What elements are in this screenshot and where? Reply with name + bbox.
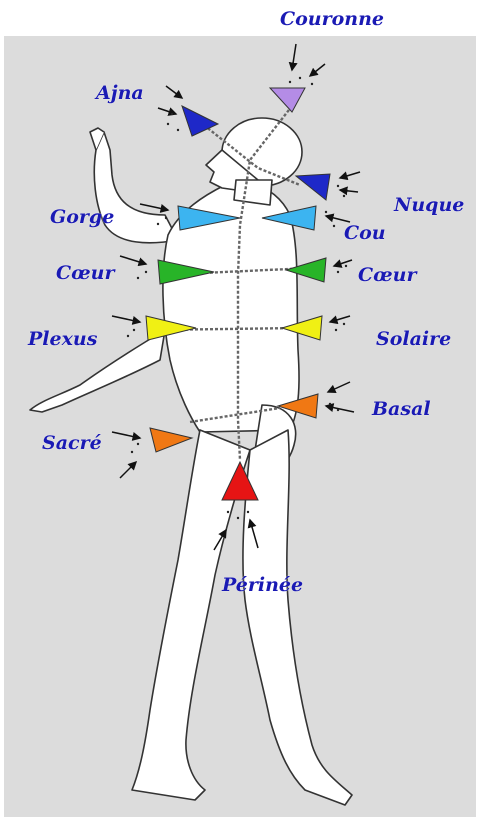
basal-cone	[276, 393, 319, 419]
plexus-cone	[145, 315, 197, 341]
ajna-cone	[181, 105, 220, 137]
solaire-cone	[280, 315, 323, 341]
cou-cone	[261, 205, 317, 231]
perinee-cone	[221, 460, 259, 501]
gorge-cone	[177, 205, 241, 231]
chakra-cones	[145, 87, 331, 501]
label-nuque: Nuque	[394, 194, 465, 216]
coeur-front-cone	[157, 259, 215, 285]
human-silhouette	[29, 117, 353, 806]
label-gorge: Gorge	[50, 206, 115, 228]
label-couronne: Couronne	[280, 8, 385, 30]
label-ajna: Ajna	[96, 82, 144, 104]
label-coeur-back: Cœur	[358, 264, 417, 286]
label-solaire: Solaire	[376, 328, 452, 350]
energy-dots	[126, 76, 348, 520]
energy-arrows	[111, 43, 361, 551]
label-perinee: Périnée	[222, 574, 304, 596]
label-plexus: Plexus	[28, 328, 98, 350]
sacre-cone	[149, 427, 194, 453]
couronne-cone	[268, 87, 306, 113]
label-sacre: Sacré	[42, 432, 102, 454]
coeur-back-cone	[284, 257, 327, 283]
label-coeur-front: Cœur	[56, 262, 115, 284]
nuque-cone	[294, 173, 331, 201]
label-basal: Basal	[372, 398, 431, 420]
label-cou: Cou	[344, 222, 386, 244]
